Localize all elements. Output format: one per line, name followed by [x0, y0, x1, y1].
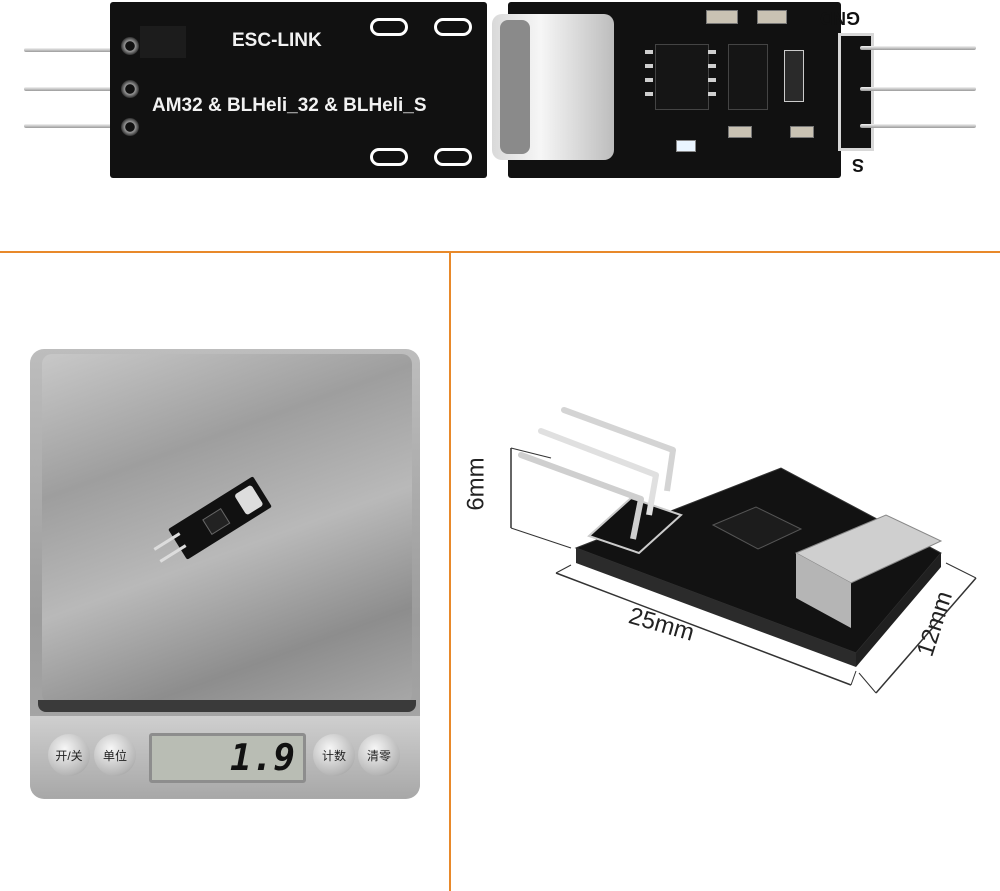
ic-chip: [655, 44, 709, 110]
solder-hole: [121, 118, 139, 136]
ic-leg: [645, 78, 653, 82]
scale-display: 1.9: [149, 733, 306, 783]
ic-leg: [645, 92, 653, 96]
board-title-silkscreen: ESC-LINK: [232, 30, 322, 51]
firmware-silkscreen: AM32 & BLHeli_32 & BLHeli_S: [152, 95, 427, 116]
smd-resistor: [706, 10, 738, 24]
header-housing: [838, 33, 874, 151]
ic-leg: [645, 64, 653, 68]
ic-leg: [645, 50, 653, 54]
usb-c-opening: [500, 20, 530, 154]
power-button: 开/关: [48, 734, 90, 776]
header-pin: [24, 124, 114, 128]
mount-slot: [370, 18, 408, 36]
vertical-divider: [449, 253, 451, 891]
mount-slot: [434, 148, 472, 166]
smd-resistor: [790, 126, 814, 138]
solder-hole: [121, 80, 139, 98]
height-dimension-label: 6mm: [462, 457, 490, 511]
ic-leg: [708, 92, 716, 96]
ic-leg: [708, 78, 716, 82]
header-pin: [24, 87, 114, 91]
ic-chip-2: [728, 44, 768, 110]
ic-leg: [708, 64, 716, 68]
led: [676, 140, 696, 152]
diode: [784, 50, 804, 102]
header-pin: [24, 48, 114, 52]
scale-plate-edge: [38, 700, 416, 712]
header-pin: [860, 124, 976, 128]
scale-reading: 1.9: [229, 738, 295, 779]
tare-button: 清零: [358, 734, 400, 776]
unit-button: 单位: [94, 734, 136, 776]
header-pin: [860, 46, 976, 50]
pad-area: [140, 26, 186, 58]
header-pin: [860, 87, 976, 91]
solder-hole: [121, 37, 139, 55]
horizontal-divider: [0, 251, 1000, 253]
smd-capacitor: [728, 126, 752, 138]
smd-capacitor: [757, 10, 787, 24]
module-dimension-drawing: [510, 407, 977, 694]
gnd-label: GND: [820, 8, 860, 28]
mount-slot: [434, 18, 472, 36]
count-button: 计数: [313, 734, 355, 776]
mount-slot: [370, 148, 408, 166]
ic-leg: [708, 50, 716, 54]
s-label: S: [852, 155, 865, 175]
